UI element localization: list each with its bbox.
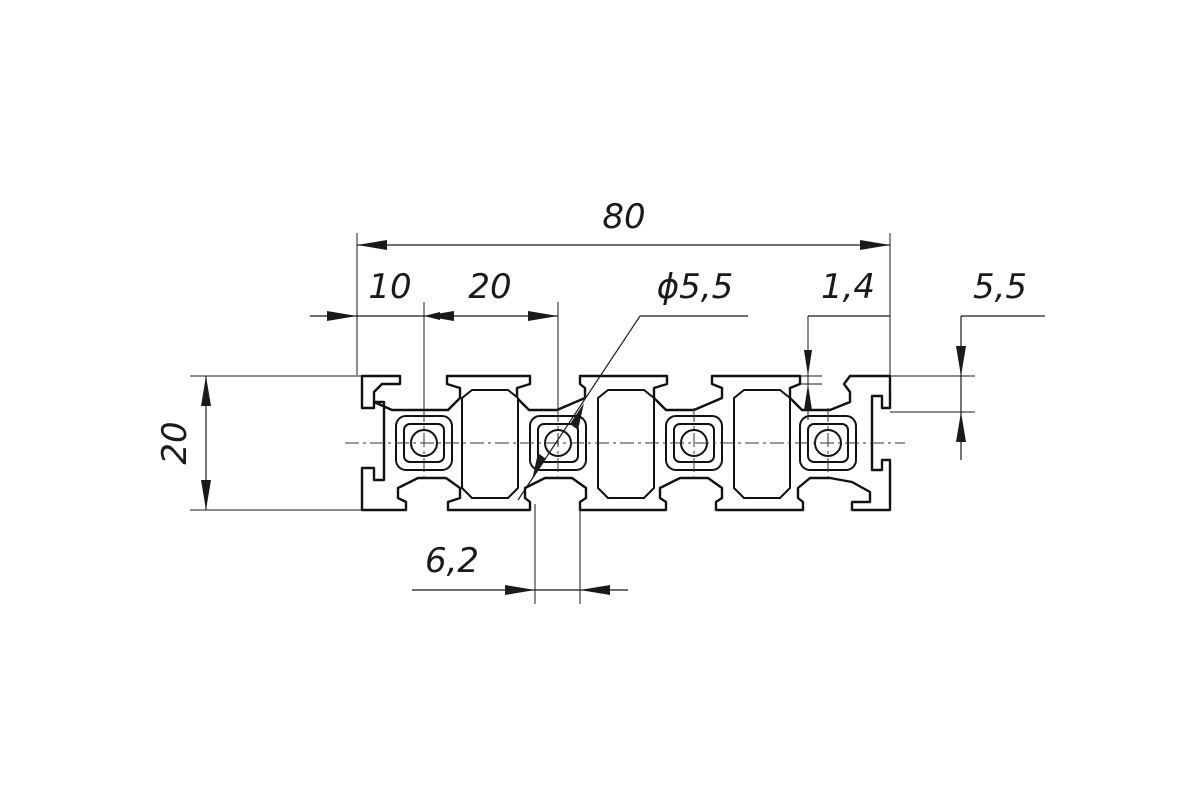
cavity-1 (461, 389, 519, 499)
dimension-overall-width: 80 (356, 197, 891, 375)
dimension-height: 20 (155, 375, 362, 511)
label-wall-thickness: 1,4 (821, 267, 875, 307)
dimension-slot-width: 6,2 (412, 504, 628, 604)
dimension-lip-depth: 5,5 (890, 267, 1045, 460)
label-slot-width: 6,2 (425, 541, 479, 581)
aluminium-profile-section (345, 374, 905, 512)
label-left-offset: 10 (368, 267, 411, 307)
label-bore-diameter: ϕ5,5 (657, 267, 734, 307)
cavity-3 (733, 389, 791, 499)
dimension-pitch: 20 (424, 267, 559, 410)
dimension-left-offset: 10 (310, 267, 440, 410)
dimension-wall-thickness: 1,4 (800, 267, 890, 420)
label-pitch: 20 (468, 267, 511, 307)
dimension-bore-diameter: ϕ5,5 (517, 267, 748, 501)
label-overall-width: 80 (602, 197, 645, 237)
profile-outline (360, 374, 892, 512)
cavity-2 (597, 389, 655, 499)
label-lip-depth: 5,5 (973, 267, 1027, 307)
label-height: 20 (155, 421, 195, 464)
